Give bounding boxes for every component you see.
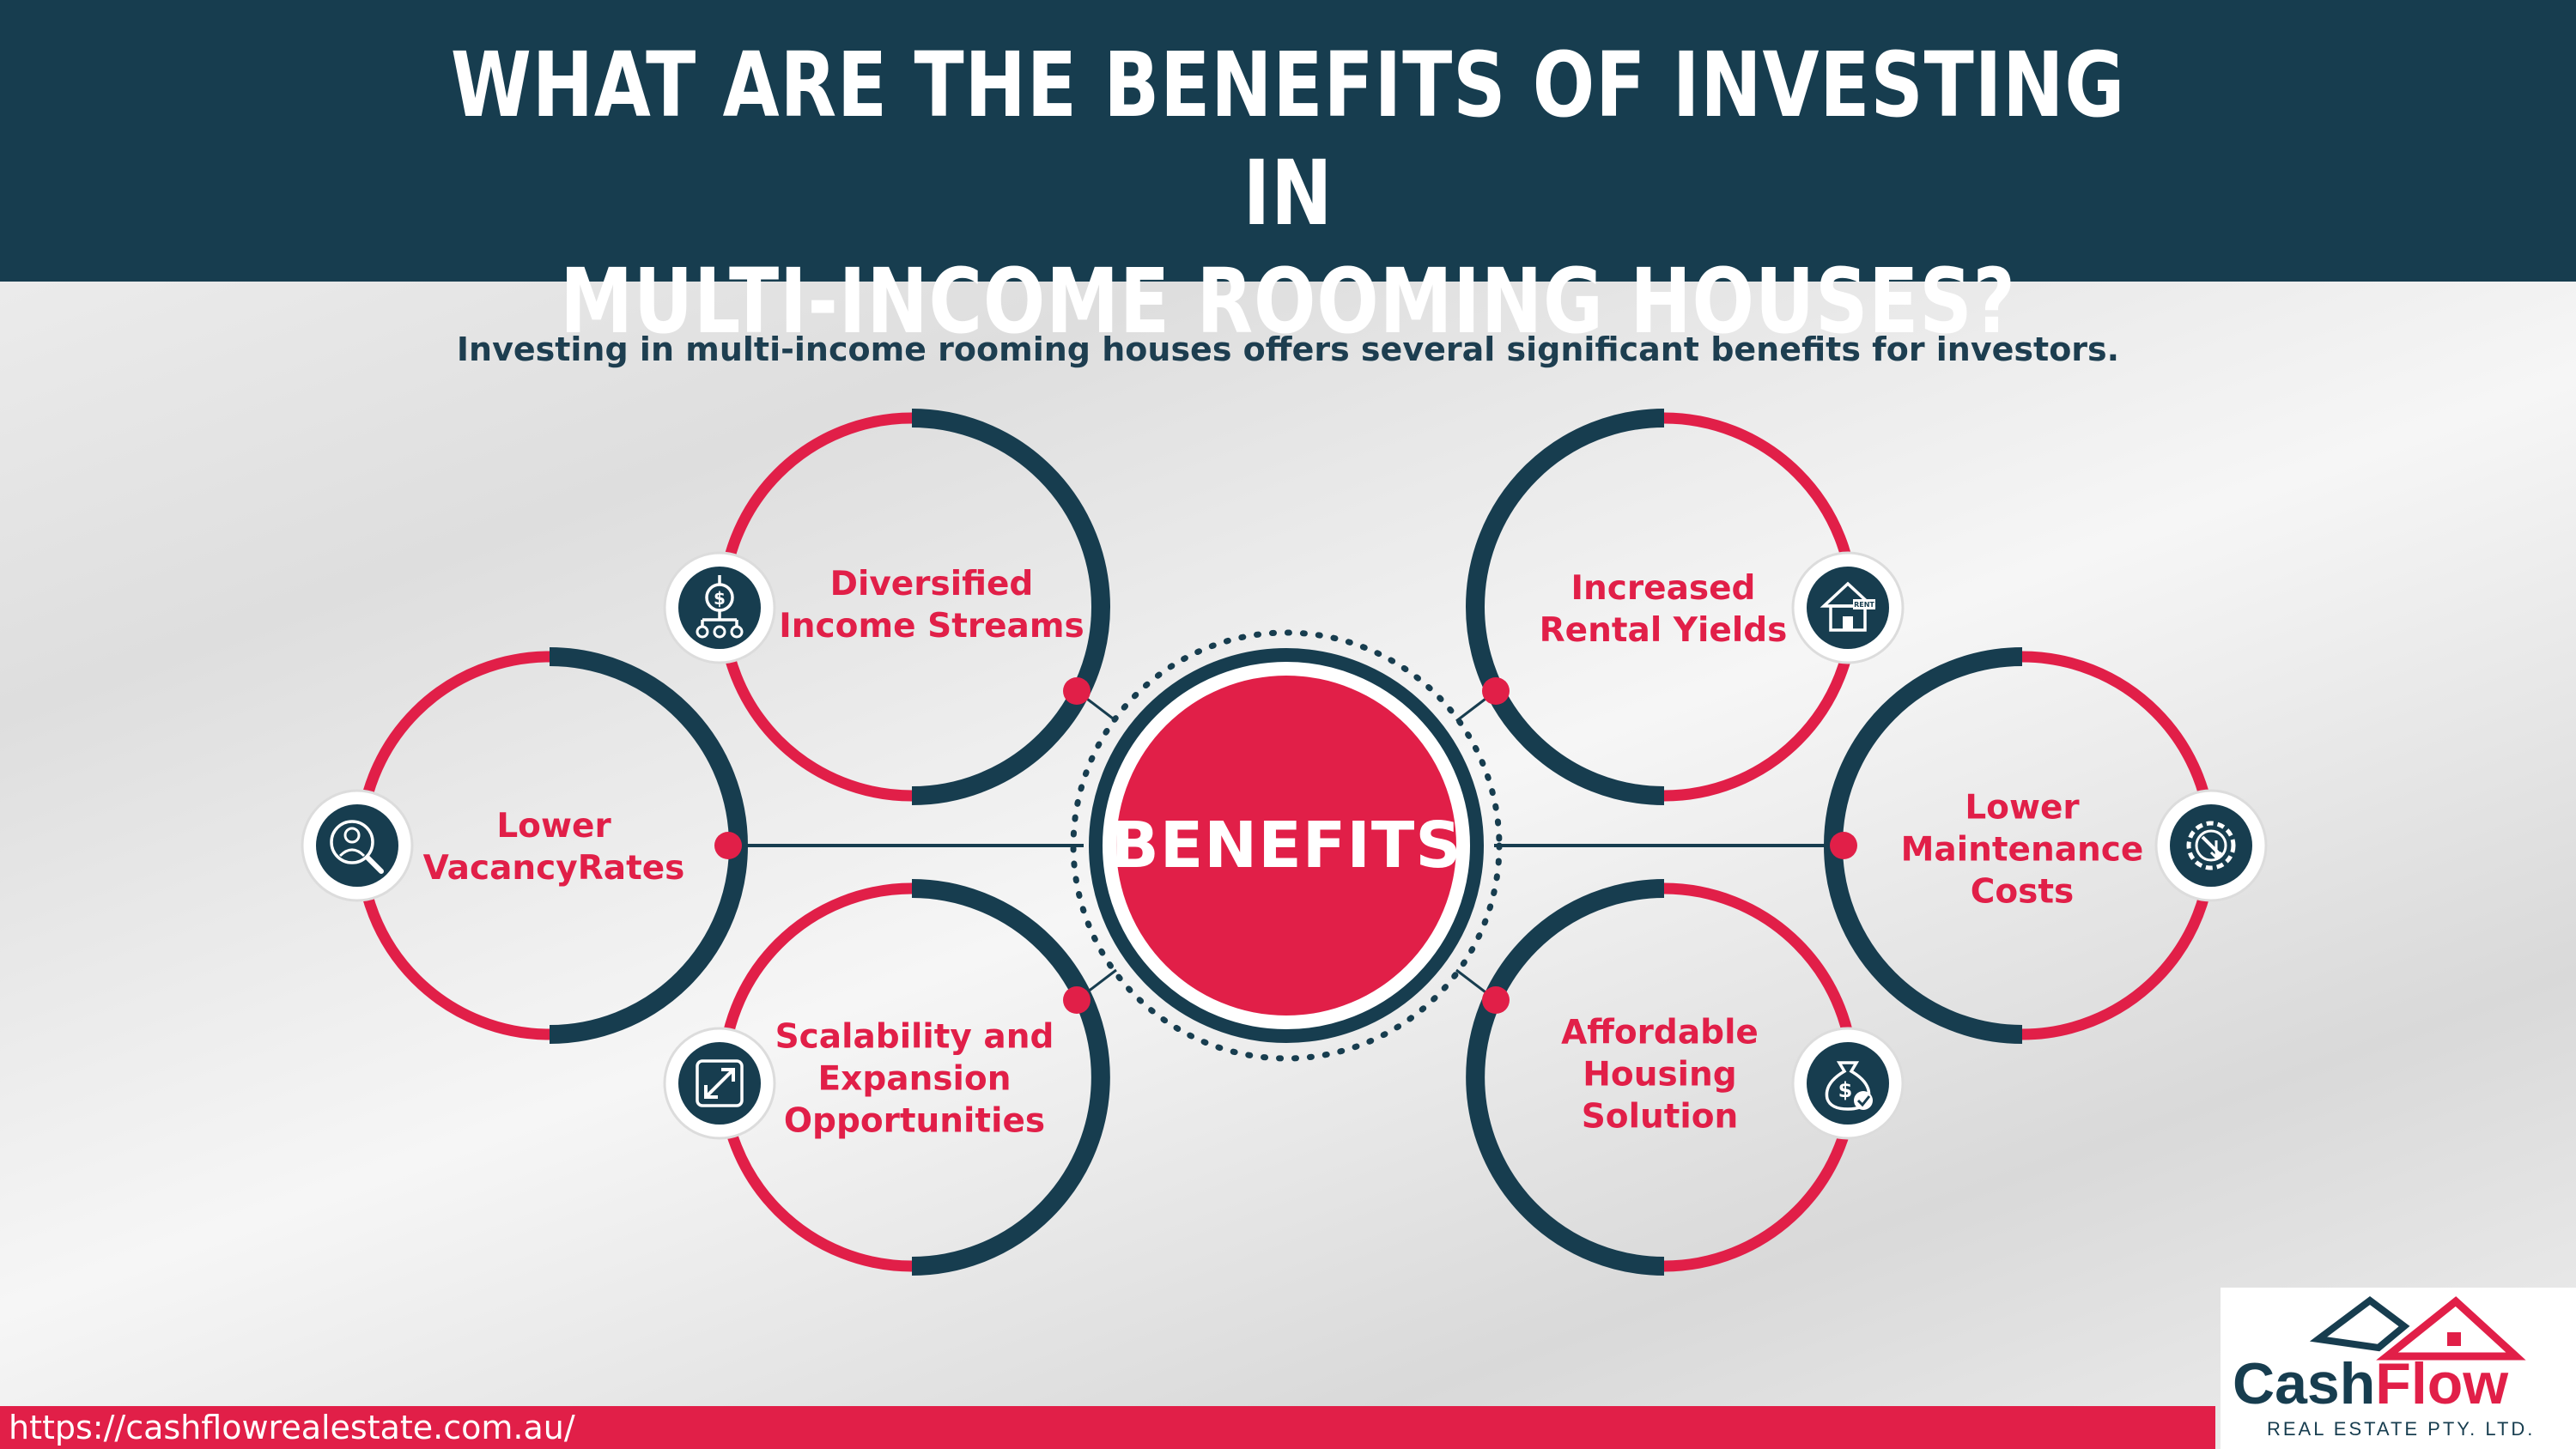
benefit-label-scalability: Scalability and Expansion Opportunities: [775, 1017, 1054, 1141]
footer-url-link[interactable]: https://cashflowrealestate.com.au/: [9, 1409, 575, 1446]
house-rent-icon: RENT: [1791, 551, 1905, 664]
expand-arrows-icon: [663, 1027, 776, 1140]
benefit-label-lower-vacancy: Lower VacancyRates: [422, 807, 685, 888]
dollar-network-icon: $: [663, 551, 776, 664]
subtitle: Investing in multi-income rooming houses…: [456, 330, 2120, 368]
center-benefits-label: BENEFITS: [1110, 809, 1462, 882]
people-search-icon: [301, 789, 414, 902]
logo-mark-icon: [2221, 1288, 2576, 1449]
svg-text:RENT: RENT: [1854, 601, 1874, 609]
benefit-label-diversified-income: Diversified Income Streams: [779, 565, 1084, 646]
benefit-label-affordable-housing: Affordable Housing Solution: [1561, 1013, 1759, 1137]
footer-bar: [0, 1406, 2215, 1449]
center-dotted-ring: [1070, 629, 1503, 1062]
logo-tagline: REAL ESTATE PTY. LTD.: [2267, 1418, 2536, 1440]
center-red-disc: [1116, 676, 1456, 1016]
header-banner: WHAT ARE THE BENEFITS OF INVESTING IN MU…: [0, 0, 2576, 354]
gear-wrench-icon: [2154, 789, 2268, 902]
svg-text:$: $: [714, 588, 726, 609]
svg-text:$: $: [1838, 1078, 1853, 1102]
benefit-label-maintenance: Lower Maintenance Costs: [1900, 788, 2144, 912]
logo-wordmark: CashFlow: [2233, 1351, 2509, 1416]
benefit-label-rental-yields: Increased Rental Yields: [1539, 569, 1788, 650]
money-bag-check-icon: $: [1791, 1027, 1905, 1140]
page-title: WHAT ARE THE BENEFITS OF INVESTING IN MU…: [450, 33, 2126, 354]
